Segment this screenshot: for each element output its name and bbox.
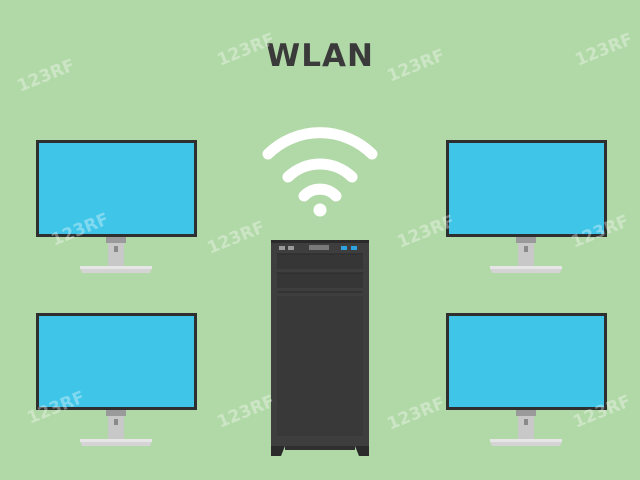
monitor-top-right-icon xyxy=(446,140,608,274)
monitor-bottom-left-icon xyxy=(36,313,198,447)
watermark: 123RF xyxy=(384,393,448,435)
wifi-icon xyxy=(262,122,378,218)
monitor-top-left-icon xyxy=(36,140,198,274)
diagram-title: WLAN xyxy=(266,38,374,74)
pc-tower-icon xyxy=(271,240,369,456)
watermark: 123RF xyxy=(204,217,268,259)
watermark: 123RF xyxy=(214,391,278,433)
monitor-bottom-right-icon xyxy=(446,313,608,447)
